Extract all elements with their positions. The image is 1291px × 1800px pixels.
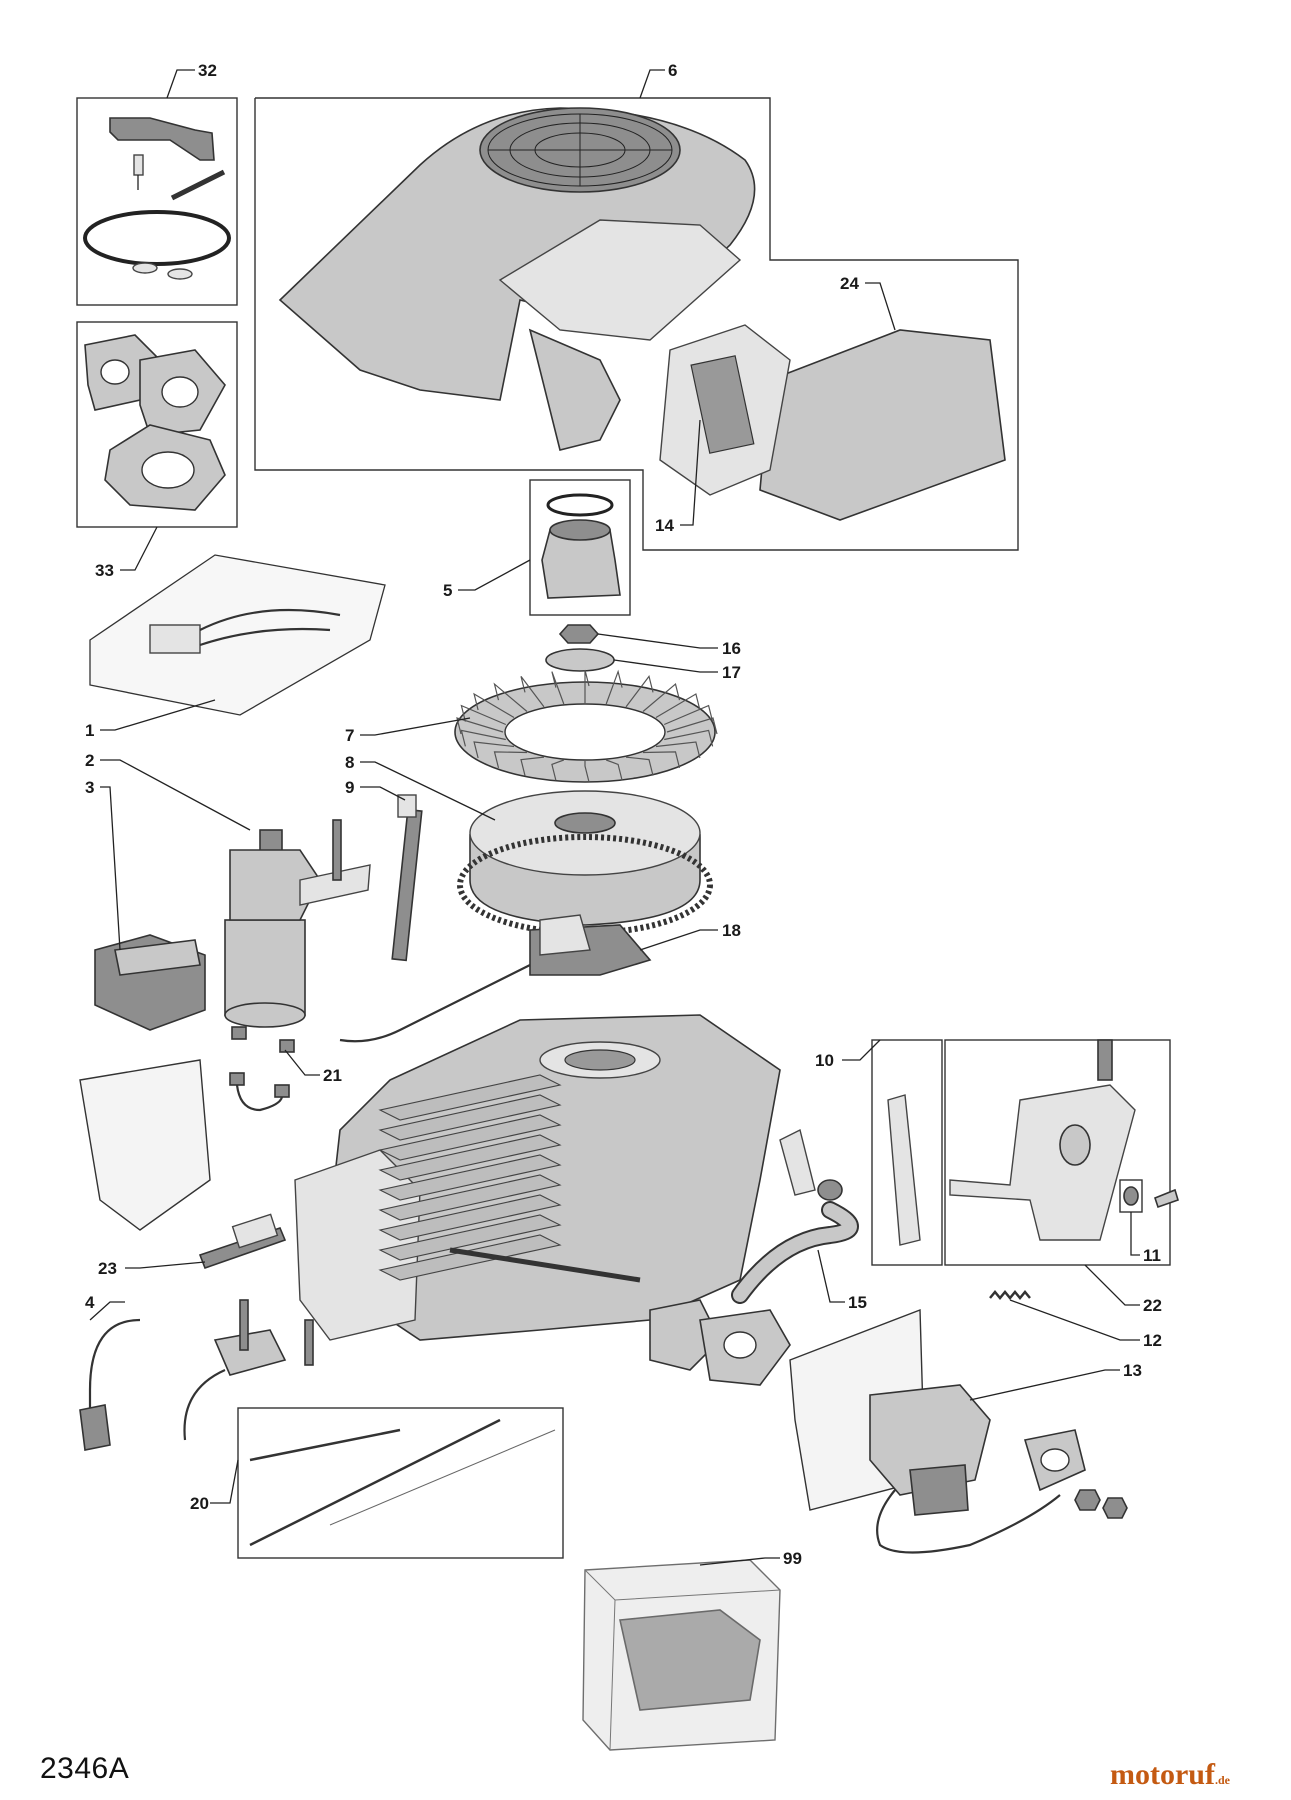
part-10-throttle-lever: [871, 1039, 943, 1266]
callout-20: 20: [190, 1494, 209, 1513]
fan-fin: [655, 741, 701, 759]
part-12-governor-spring: [989, 1290, 1031, 1300]
part-33-gasket-kit: [76, 321, 238, 528]
fan-fin: [642, 751, 681, 769]
callout-7: 7: [345, 726, 354, 745]
fan-fin: [551, 759, 565, 781]
part-5-air-cleaner-adapter: [529, 479, 631, 616]
cylinder-fin: [378, 1114, 562, 1161]
part-7-cooling-fan: [454, 669, 718, 783]
fan-fin: [460, 729, 506, 747]
fan-fin: [663, 704, 714, 726]
part-20-linkage-rods: [237, 1407, 564, 1559]
callout-3: 3: [85, 778, 94, 797]
fan-fin: [625, 756, 654, 776]
callout-17: 17: [722, 663, 741, 682]
part-22-control-bracket: [944, 1039, 1171, 1266]
fan-fin: [493, 751, 528, 769]
cylinder-fins: [378, 1074, 562, 1281]
fan-fins: [456, 669, 718, 783]
cylinder-fin: [378, 1174, 562, 1221]
callout-labels: 32 6 24 14 33 5 16 17 1 7 2 8 3 9 18 21 …: [85, 61, 1162, 1568]
flywheel-screen-grille: [487, 113, 673, 187]
fan-fin: [605, 669, 623, 705]
callout-10: 10: [815, 1051, 834, 1070]
callout-32: 32: [198, 61, 217, 80]
fan-fin: [605, 759, 623, 781]
callout-4: 4: [85, 1293, 95, 1312]
callout-22: 22: [1143, 1296, 1162, 1315]
part-18-ignition-coil: [339, 914, 652, 1043]
cylinder-fin: [378, 1194, 562, 1241]
part-99-short-block: [582, 1559, 781, 1751]
fan-fin: [642, 683, 681, 712]
callout-33: 33: [95, 561, 114, 580]
logo-tld: .de: [1214, 1773, 1230, 1787]
cylinder-fin: [378, 1214, 562, 1261]
callout-1: 1: [85, 721, 94, 740]
fan-fin: [664, 729, 714, 747]
part-3-rectifier: [94, 934, 206, 1031]
fan-fin: [584, 761, 590, 783]
part-6-blower-housing: [254, 97, 1019, 551]
cylinder-fin: [378, 1094, 562, 1141]
part-4-ignition-lead: [79, 1299, 314, 1451]
part-24-air-filter-cover: [659, 324, 1006, 521]
callout-2: 2: [85, 751, 94, 770]
governor-bracket: [779, 1128, 843, 1201]
callout-15: 15: [848, 1293, 867, 1312]
part-8-flywheel: [457, 790, 713, 936]
part-16-nut: [558, 624, 600, 644]
callout-23: 23: [98, 1259, 117, 1278]
fan-fin: [520, 756, 545, 776]
cylinder-fin: [378, 1134, 562, 1181]
callout-9: 9: [345, 778, 354, 797]
callout-21: 21: [323, 1066, 342, 1085]
cylinder-fin: [378, 1154, 562, 1201]
callout-13: 13: [1123, 1361, 1142, 1380]
intake-manifold-gaskets: [649, 1299, 791, 1386]
callout-24: 24: [840, 274, 859, 293]
cylinder-fin: [378, 1234, 562, 1281]
part-21-wire-terminals: [229, 1026, 295, 1112]
fan-fin: [666, 717, 718, 735]
heat-shield-bracket: [79, 1059, 211, 1231]
callout-14: 14: [655, 516, 674, 535]
cylinder-fin: [378, 1074, 562, 1121]
part-9-dipstick-tube: [391, 794, 423, 962]
part-11-clip: [1119, 1179, 1179, 1213]
motoruf-logo: motoruf.de: [1110, 1758, 1230, 1792]
fan-fin: [625, 675, 654, 708]
callout-5: 5: [443, 581, 452, 600]
fan-fin: [655, 693, 701, 719]
fan-fin: [473, 741, 515, 759]
fan-fin: [584, 669, 590, 703]
callout-11: 11: [1143, 1246, 1161, 1265]
part-32-kit: [76, 97, 238, 306]
logo-brand: motoruf: [1110, 1758, 1215, 1791]
fan-fin: [460, 704, 507, 726]
callout-18: 18: [722, 921, 741, 940]
callout-99: 99: [783, 1549, 802, 1568]
fan-fin: [520, 676, 545, 708]
callout-leaders: [89, 69, 1140, 1566]
fan-fin: [551, 671, 565, 705]
part-2-starter-motor: [224, 819, 371, 1028]
engine-block: [294, 1014, 781, 1341]
part-1-wiring-harness: [89, 554, 386, 716]
callout-16: 16: [722, 639, 741, 658]
part-23-spark-plug: [198, 1213, 287, 1270]
part-17-washer: [545, 648, 615, 672]
fan-fin: [456, 717, 504, 735]
part-13-carburetor: [789, 1308, 1128, 1554]
fan-fin: [493, 682, 528, 712]
fan-fin: [473, 692, 515, 719]
part-15-breather-tube: [731, 1201, 859, 1304]
callout-12: 12: [1143, 1331, 1162, 1350]
diagram-code: 2346A: [40, 1752, 130, 1785]
callout-6: 6: [668, 61, 677, 80]
callout-8: 8: [345, 753, 354, 772]
